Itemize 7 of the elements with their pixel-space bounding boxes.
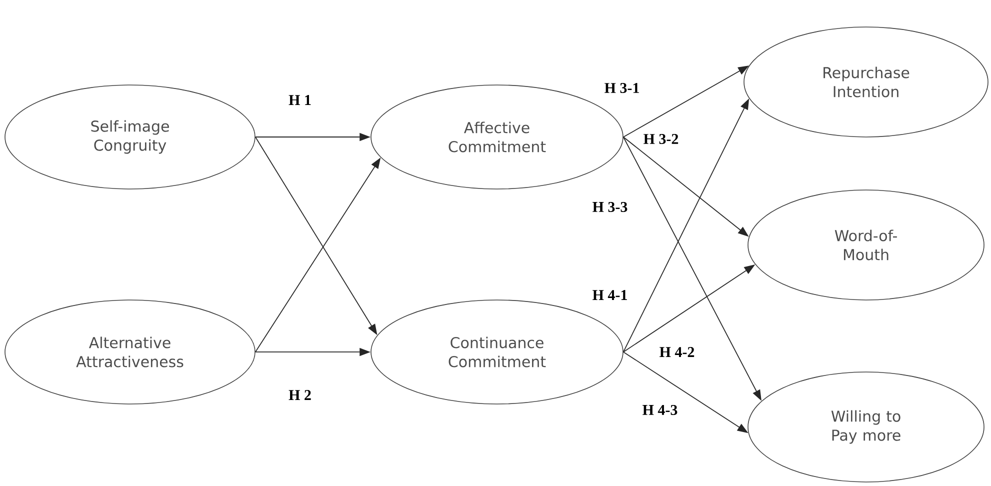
edge-label: H 3-2 xyxy=(642,132,680,146)
edge-label: H 4-2 xyxy=(658,346,696,358)
edge-label: H 1 xyxy=(288,94,312,106)
edge-label: H 2 xyxy=(288,389,312,401)
edge-label: H 4-1 xyxy=(591,289,629,301)
edge-label: H 4-3 xyxy=(641,404,679,416)
edge-label: H 3-3 xyxy=(591,200,629,214)
